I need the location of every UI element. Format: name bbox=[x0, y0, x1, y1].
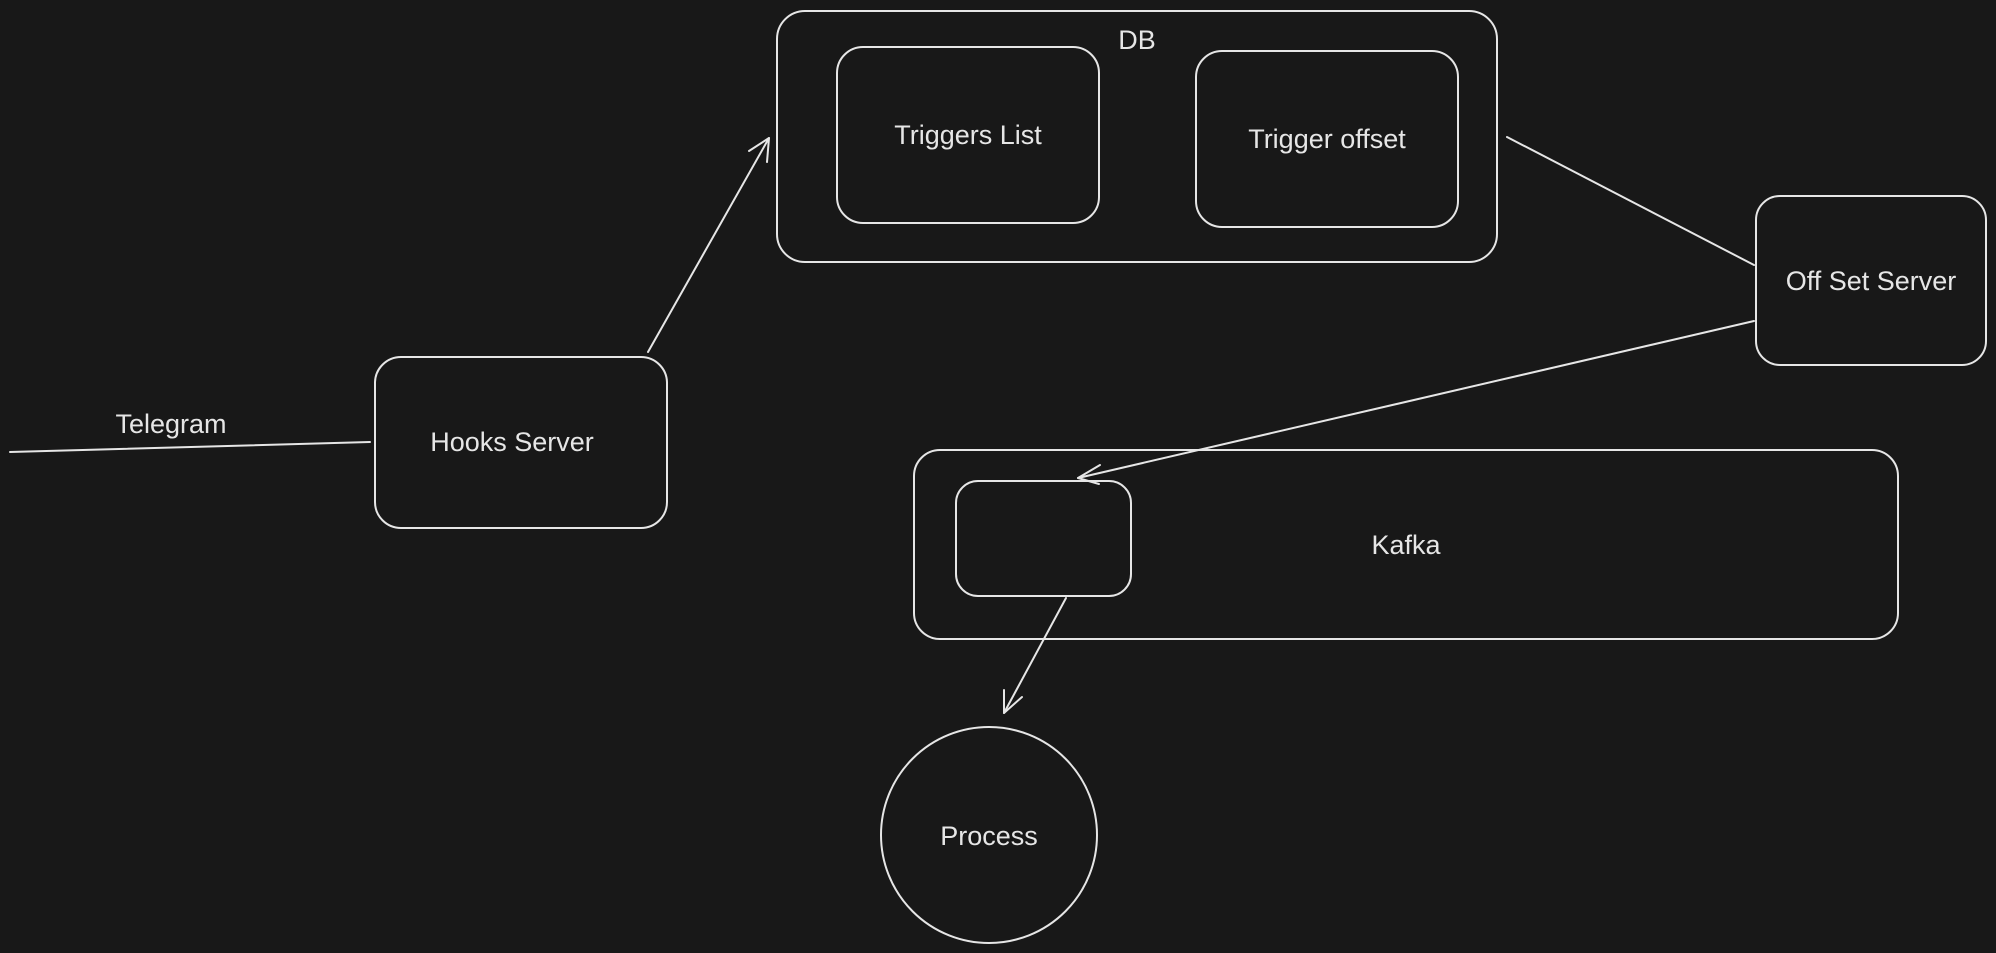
process-circle[interactable] bbox=[880, 726, 1098, 944]
kafka-to-process-arrowhead bbox=[1003, 689, 1023, 714]
db-container[interactable] bbox=[776, 10, 1498, 263]
kafka-label: Kafka bbox=[1371, 530, 1441, 560]
telegram-edge bbox=[9, 441, 371, 453]
trigger-offset-label: Trigger offset bbox=[1248, 124, 1406, 154]
hooks-server-label: Hooks Server bbox=[430, 427, 594, 457]
hooks-server-box[interactable] bbox=[374, 356, 668, 529]
kafka-to-process-edge bbox=[1003, 597, 1067, 714]
db-label: DB bbox=[1118, 25, 1156, 55]
trigger-offset-box[interactable] bbox=[1195, 50, 1459, 228]
offset-to-kafka-arrowhead bbox=[1077, 464, 1101, 485]
triggers-list-box[interactable] bbox=[836, 46, 1100, 224]
kafka-partition-box[interactable] bbox=[955, 480, 1132, 597]
offset-to-kafka-edge bbox=[1077, 320, 1755, 479]
telegram-label: Telegram bbox=[115, 409, 226, 439]
db-to-offset-edge bbox=[1506, 136, 1755, 266]
offset-server-box[interactable] bbox=[1755, 195, 1987, 366]
hooks-to-db-edge bbox=[647, 137, 770, 353]
triggers-list-label: Triggers List bbox=[894, 120, 1042, 150]
process-label: Process bbox=[940, 821, 1038, 851]
offset-server-label: Off Set Server bbox=[1786, 266, 1957, 296]
hooks-to-db-arrowhead bbox=[748, 137, 770, 163]
kafka-container[interactable] bbox=[913, 449, 1899, 640]
